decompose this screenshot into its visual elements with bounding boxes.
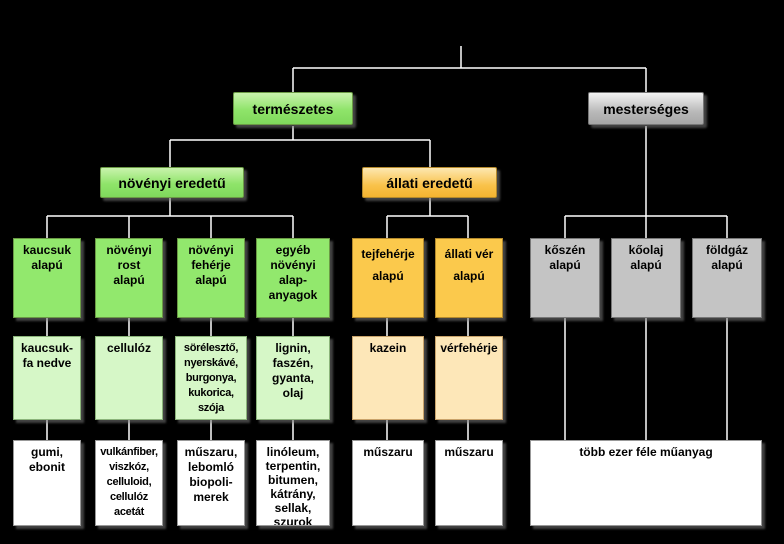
product-box: műszaru [435,440,503,526]
synthetic-product-box: több ezer féle műanyag [530,440,762,526]
type-box: kőolaj alapú [611,238,681,318]
node-mesterseges-label: mesterséges [603,100,689,117]
node-novenyi-eredetu: növényi eredetű [100,167,244,198]
node-allati-eredetu-label: állati eredetű [386,174,473,191]
product-box: vulkánfiber, viszkóz, celluloid, celluló… [95,440,163,526]
source-box: kazein [352,336,424,420]
source-box: sörélesztő, nyerskávé, burgonya, kukoric… [175,336,247,420]
product-box: műszaru [352,440,424,526]
product-box: linóleum, terpentin, bitumen, kátrány, s… [256,440,330,526]
type-box: földgáz alapú [692,238,762,318]
product-box: műszaru, lebomló biopoli- merek [177,440,245,526]
node-termeszetes: természetes [233,92,353,125]
type-box: növényi fehérje alapú [177,238,245,318]
source-box: cellulóz [95,336,163,420]
node-mesterseges: mesterséges [588,92,704,125]
source-box: vérfehérje [435,336,503,420]
type-box: kaucsuk alapú [13,238,81,318]
node-allati-eredetu: állati eredetű [362,167,497,198]
type-box: egyéb növényi alap- anyagok [256,238,330,318]
product-box: gumi, ebonit [13,440,81,526]
source-box: lignin, faszén, gyanta, olaj [256,336,330,420]
source-box: kaucsuk- fa nedve [13,336,81,420]
type-box: tejfehérje alapú [352,238,424,318]
type-box: állati vér alapú [435,238,503,318]
node-termeszetes-label: természetes [252,100,334,117]
type-box: növényi rost alapú [95,238,163,318]
node-novenyi-eredetu-label: növényi eredetű [118,174,226,191]
synthetic-product-label: több ezer féle műanyag [579,445,713,459]
type-box: kőszén alapú [530,238,600,318]
